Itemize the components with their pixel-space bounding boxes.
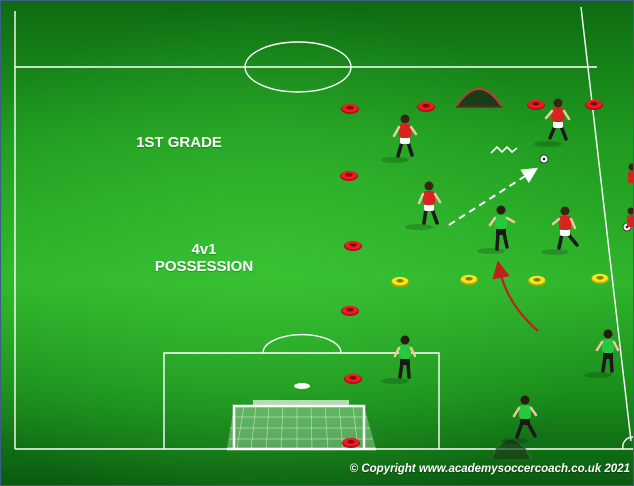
copyright-notice: © Copyright www.academysoccercoach.co.uk… bbox=[350, 463, 630, 475]
drill-title-line-1: 4v1 bbox=[129, 241, 279, 258]
penalty-spot bbox=[294, 383, 310, 389]
red-player-partial bbox=[628, 164, 633, 184]
drill-title: 4v1 POSSESSION bbox=[129, 241, 279, 276]
red-player-partial bbox=[627, 208, 633, 228]
grade-label: 1ST GRADE bbox=[119, 134, 239, 151]
drill-title-line-2: POSSESSION bbox=[129, 258, 279, 275]
